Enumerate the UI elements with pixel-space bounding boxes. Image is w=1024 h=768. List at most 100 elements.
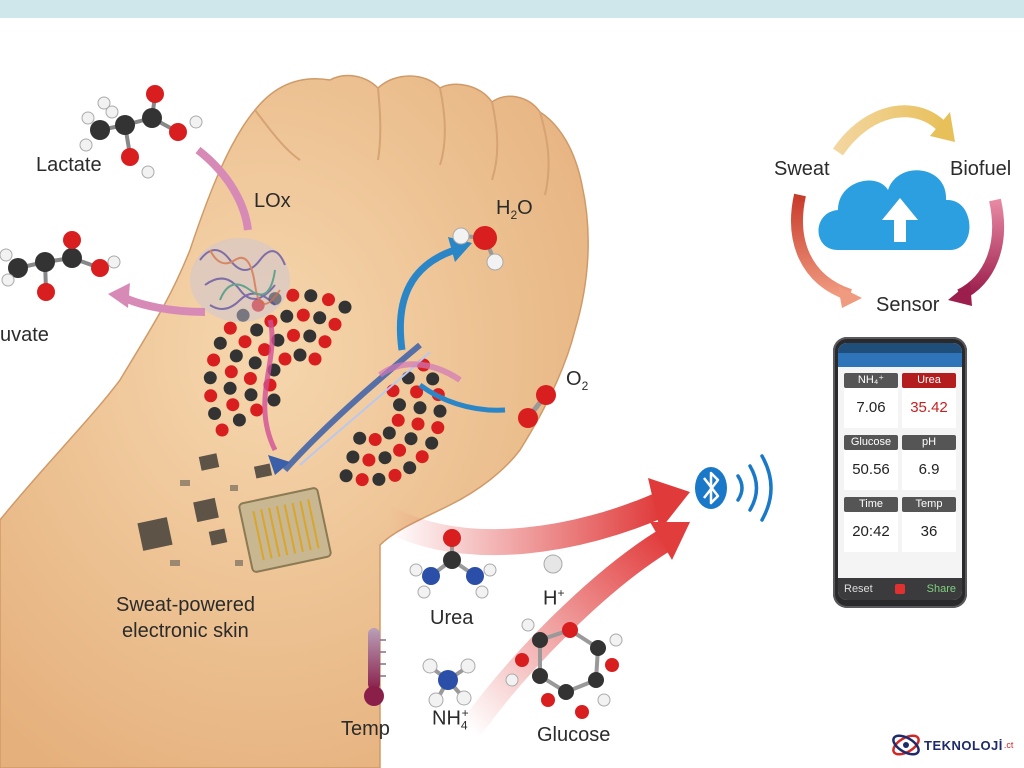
wireless-signal-icon	[736, 454, 773, 522]
urea-header: Urea	[902, 373, 956, 388]
electrode-dot	[339, 469, 353, 483]
electrode-dot	[313, 311, 327, 325]
cycle-sensor-label: Sensor	[876, 294, 940, 316]
electrode-dot	[353, 431, 367, 445]
cloud-upload-icon	[818, 170, 970, 250]
electrode-dot	[425, 436, 439, 450]
electrode-dot	[328, 317, 342, 331]
pyruvate-label: uvate	[0, 324, 49, 346]
electronic-skin-circuit	[137, 453, 332, 573]
teknoloji-logo-icon	[892, 734, 920, 756]
electrode-dot	[411, 417, 425, 431]
ammonium-molecule	[422, 658, 476, 708]
record-stop-icon[interactable]	[894, 584, 905, 594]
teknoloji-logo[interactable]: TEKNOLOJİ .ct	[888, 728, 1013, 762]
lox-enzyme-icon	[190, 238, 290, 322]
electrode-dot	[224, 365, 238, 379]
electrode-dot	[415, 450, 429, 464]
lactate-molecule	[79, 85, 203, 179]
electrode-dot	[250, 323, 264, 337]
electrode-dot	[296, 308, 310, 322]
electrode-dot	[232, 413, 246, 427]
electrode-dot	[393, 443, 407, 457]
electrode-dot	[287, 328, 300, 342]
electrode-dot	[207, 353, 221, 367]
electrode-dot	[372, 472, 386, 486]
electrode-dot	[382, 426, 396, 440]
electrode-dot	[293, 348, 307, 362]
skin-label-line2: electronic skin	[122, 620, 249, 642]
time-value: 20:42	[844, 512, 898, 552]
urea-value: 35.42	[902, 388, 956, 428]
proton-label: H+	[543, 586, 565, 610]
electrode-dot	[243, 372, 257, 385]
electrode-dot	[229, 349, 243, 363]
electrode-dot	[267, 393, 281, 407]
water-label: H2O	[496, 197, 533, 222]
electrode-dot	[426, 372, 440, 386]
electrode-dot	[244, 388, 258, 402]
water-arrow	[396, 237, 506, 413]
pyruvate-arrow	[108, 283, 206, 316]
electrode-dot	[308, 352, 322, 366]
electrode-dot	[286, 288, 300, 302]
skin-label-line1: Sweat-powered	[116, 594, 255, 616]
electrode-dot	[213, 336, 227, 350]
electrode-dot	[322, 293, 335, 307]
electrode-dot	[215, 423, 229, 437]
top-bar	[0, 0, 1024, 18]
electrode-dot	[346, 450, 360, 464]
data-transfer-arrow-lower	[458, 522, 690, 742]
electrode-dot	[386, 384, 400, 398]
electrode-dot	[362, 453, 376, 467]
temp-header: Temp	[902, 497, 956, 512]
electrode-dot	[303, 329, 317, 343]
teknoloji-logo-text: TEKNOLOJİ	[924, 737, 1003, 753]
temp-value: 36	[902, 512, 956, 552]
water-molecule	[452, 226, 504, 271]
electrode-dot	[271, 333, 285, 347]
electrode-dot	[410, 385, 424, 399]
electrode-dot	[403, 461, 417, 475]
reset-button[interactable]: Reset	[844, 583, 873, 595]
hand-illustration	[0, 74, 589, 768]
cycle-biofuel-label: Biofuel	[950, 158, 1012, 180]
lox-label: LOx	[254, 190, 291, 212]
oxygen-molecule	[518, 385, 556, 428]
electrode-dot	[258, 343, 272, 357]
electrode-dot	[204, 389, 218, 403]
electrode-dot	[401, 371, 415, 385]
ammonium-label: NH4+	[432, 706, 469, 733]
thermometer-icon	[364, 628, 386, 706]
cycle-sweat-label: Sweat	[774, 158, 830, 180]
electrode-dot	[338, 300, 352, 314]
lactate-arrow	[195, 146, 252, 231]
electrode-dot	[250, 403, 264, 417]
ph-header: pH	[902, 435, 956, 450]
electrode-dot	[304, 289, 318, 303]
electrode-dot	[280, 309, 294, 323]
glucose-molecule	[505, 618, 623, 719]
phone-app-bar	[838, 353, 962, 367]
nh4-value: 7.06	[844, 388, 898, 428]
electrode-dot	[238, 335, 252, 349]
electrode-dot	[388, 468, 402, 482]
electrode-dot	[431, 421, 445, 435]
lactate-label: Lactate	[36, 154, 102, 176]
electrode-dot	[203, 371, 217, 385]
ph-value: 6.9	[902, 450, 956, 490]
electrode-dot	[393, 398, 406, 412]
anode-dot-array	[203, 288, 352, 437]
pyruvate-molecule	[0, 231, 121, 301]
urea-label: Urea	[430, 607, 474, 629]
glucose-header: Glucose	[844, 435, 898, 450]
electrode-dot	[318, 335, 332, 349]
electrode-dot	[208, 407, 222, 420]
proton-atom	[543, 554, 563, 574]
share-button[interactable]: Share	[926, 583, 956, 595]
